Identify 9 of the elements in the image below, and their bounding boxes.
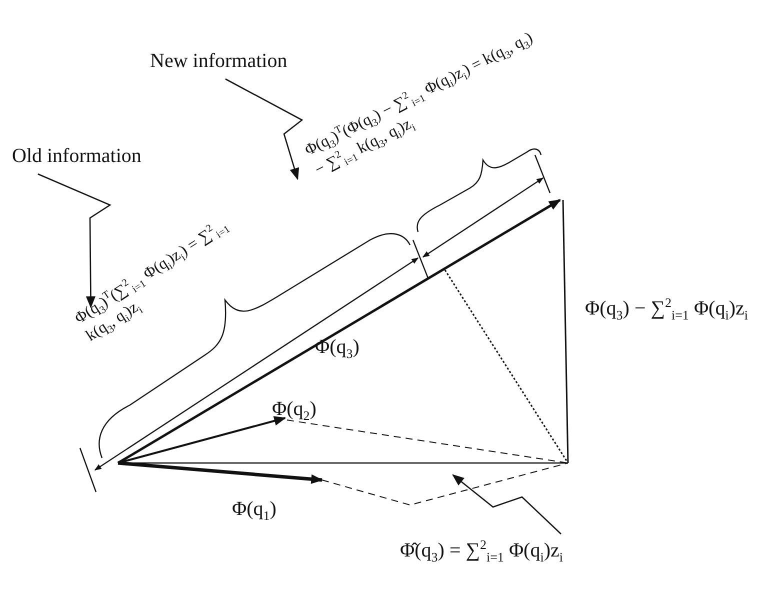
callout-text: Old information [12,145,142,168]
vector-label: Φ(q$_{1}$) [232,498,276,524]
callout-text: New information [150,50,288,73]
leader-arrow [452,474,562,534]
leader-arrow [38,173,112,308]
leader-arrow [225,78,304,180]
vector-label: Φ(q$_{2}$) [272,398,316,424]
formula-text: Φ̂(q$_{3}$) = ∑$^{2}$$_{i=1}$ Φ(q$_{i}$)z$_{i}$ [400,538,564,566]
formula-text: Φ(q$_{3}$) − ∑$^{2}$$_{i=1}$ Φ(q$_{i}$)z$_{i}$ [585,296,748,324]
